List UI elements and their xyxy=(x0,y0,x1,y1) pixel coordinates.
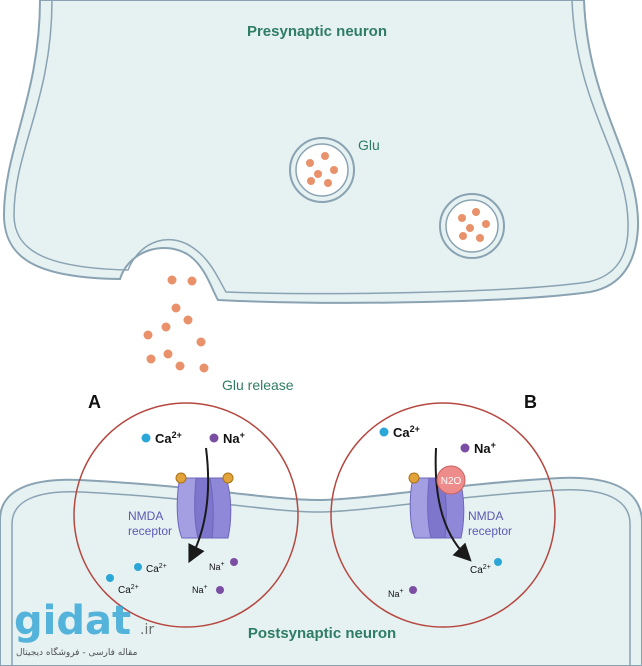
nmda-label-a-line1: NMDA xyxy=(128,509,163,523)
watermark: gidat .ir مقاله فارسی - فروشگاه دیجیتال xyxy=(14,598,154,658)
nmda-label-a-line2: receptor xyxy=(128,524,172,538)
vesicle xyxy=(289,137,355,203)
nmda-receptor-a xyxy=(175,472,234,539)
sodium-ion-icon xyxy=(460,443,470,453)
n2o-label: N2O xyxy=(441,476,462,487)
watermark-tld: .ir xyxy=(140,622,154,638)
panel-b-label: B xyxy=(524,392,537,412)
presynaptic-membrane-inner xyxy=(13,0,629,295)
watermark-tagline: مقاله فارسی - فروشگاه دیجیتال xyxy=(16,646,138,658)
postsynaptic-membrane-inner xyxy=(11,489,631,666)
ion-flow-arrow-a xyxy=(188,447,210,564)
postsynaptic-label: Postsynaptic neuron xyxy=(248,625,396,642)
calcium-ion-icon xyxy=(494,558,502,566)
calcium-label-a: Ca2+ xyxy=(155,430,182,446)
watermark-logo-text: gidat xyxy=(14,598,131,644)
panel-a-label: A xyxy=(88,392,101,412)
sodium-ion-icon xyxy=(230,558,238,566)
presynaptic-label: Presynaptic neuron xyxy=(247,23,387,40)
calcium-ion-icon xyxy=(106,574,114,582)
calcium-label-a-inside-2: Ca2+ xyxy=(118,584,139,596)
nmda-label-b-line1: NMDA xyxy=(468,509,503,523)
n2o-molecule xyxy=(436,465,466,495)
sodium-ion-icon xyxy=(409,586,417,594)
glu-label: Glu xyxy=(358,137,380,153)
panel-a-circle xyxy=(73,402,299,628)
postsynaptic-membrane xyxy=(0,476,642,666)
calcium-label-b-inside: Ca2+ xyxy=(470,564,491,576)
panel-b-circle xyxy=(330,402,556,628)
sodium-ion-icon xyxy=(209,433,219,443)
sodium-label-a-inside-2: Na+ xyxy=(192,584,208,595)
vesicle xyxy=(439,193,505,259)
calcium-ion-icon xyxy=(141,433,151,443)
ion-flow-arrow-b xyxy=(434,447,472,562)
glu-release-label: Glu release xyxy=(222,377,294,393)
calcium-ion-icon xyxy=(379,427,389,437)
released-glutamate xyxy=(143,275,209,373)
nmda-label-b-line2: receptor xyxy=(468,524,512,538)
sodium-label-a-inside-1: Na+ xyxy=(209,561,225,572)
sodium-label-b: Na+ xyxy=(474,440,496,456)
sodium-label-a: Na+ xyxy=(223,430,245,446)
sodium-ion-icon xyxy=(216,586,224,594)
calcium-label-b: Ca2+ xyxy=(393,424,420,440)
calcium-ion-icon xyxy=(134,563,142,571)
sodium-label-b-inside: Na+ xyxy=(388,588,404,599)
calcium-label-a-inside-1: Ca2+ xyxy=(146,563,167,575)
